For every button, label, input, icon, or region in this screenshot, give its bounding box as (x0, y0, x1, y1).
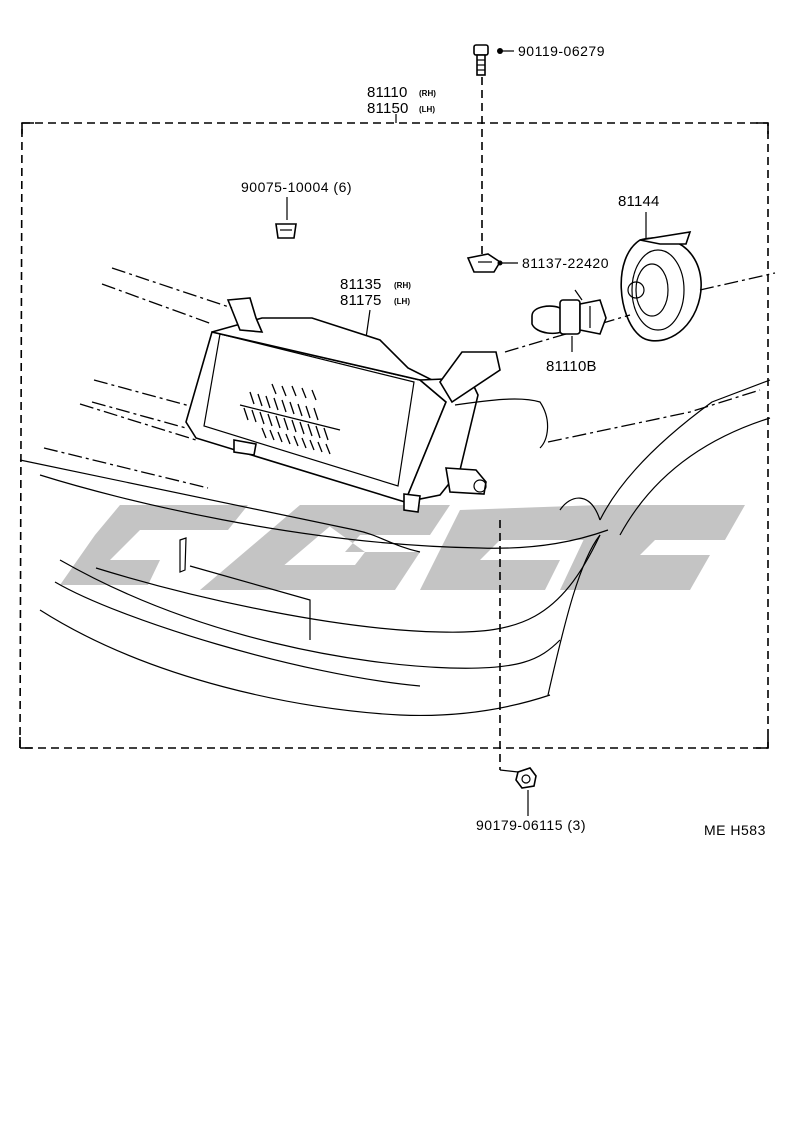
clip-part: 90075-10004 (6) (241, 179, 352, 239)
clip-label: 90075-10004 (6) (241, 179, 352, 195)
headlamp-unit-part (185, 297, 501, 513)
socket-cover-part: 81144 (618, 193, 776, 342)
unit-part-number: 81135 (340, 276, 382, 293)
unit-side-lh: (LH) (394, 297, 410, 306)
nut-bottom-label: 90179-06115 (3) (476, 817, 586, 833)
assembly-part-number-alt: 81150 (367, 100, 409, 117)
bulb-label: 81110B (546, 358, 597, 375)
unit-side-rh: (RH) (394, 281, 411, 290)
assembly-side-lh: (LH) (419, 105, 435, 114)
nut-bottom-part: 90179-06115 (3) (476, 767, 586, 833)
assembly-part-number: 81110 (367, 84, 408, 101)
nut-bracket-part: 81137-22420 (466, 253, 609, 273)
watermark-logo (60, 505, 745, 590)
lens-pattern (239, 383, 341, 455)
unit-part-number-alt: 81175 (340, 292, 382, 309)
assembly-side-rh: (RH) (419, 89, 436, 98)
socket-cover-label: 81144 (618, 193, 660, 210)
nut-bracket-label: 81137-22420 (522, 255, 609, 271)
bulb-axis-line (504, 314, 631, 353)
screw-top-part: 90119-06279 (473, 43, 605, 76)
screw-top-label: 90119-06279 (518, 43, 605, 59)
car-body-outline (19, 267, 771, 717)
drawing-code: ME H583 (704, 822, 766, 838)
assembly-boundary-frame (19, 114, 769, 749)
bulb-part: 81110B (531, 289, 607, 375)
assembly-part-label: 81110 (RH) 81150 (LH) (367, 84, 436, 117)
headlamp-unit-label: 81135 (RH) 81175 (LH) (340, 276, 411, 339)
